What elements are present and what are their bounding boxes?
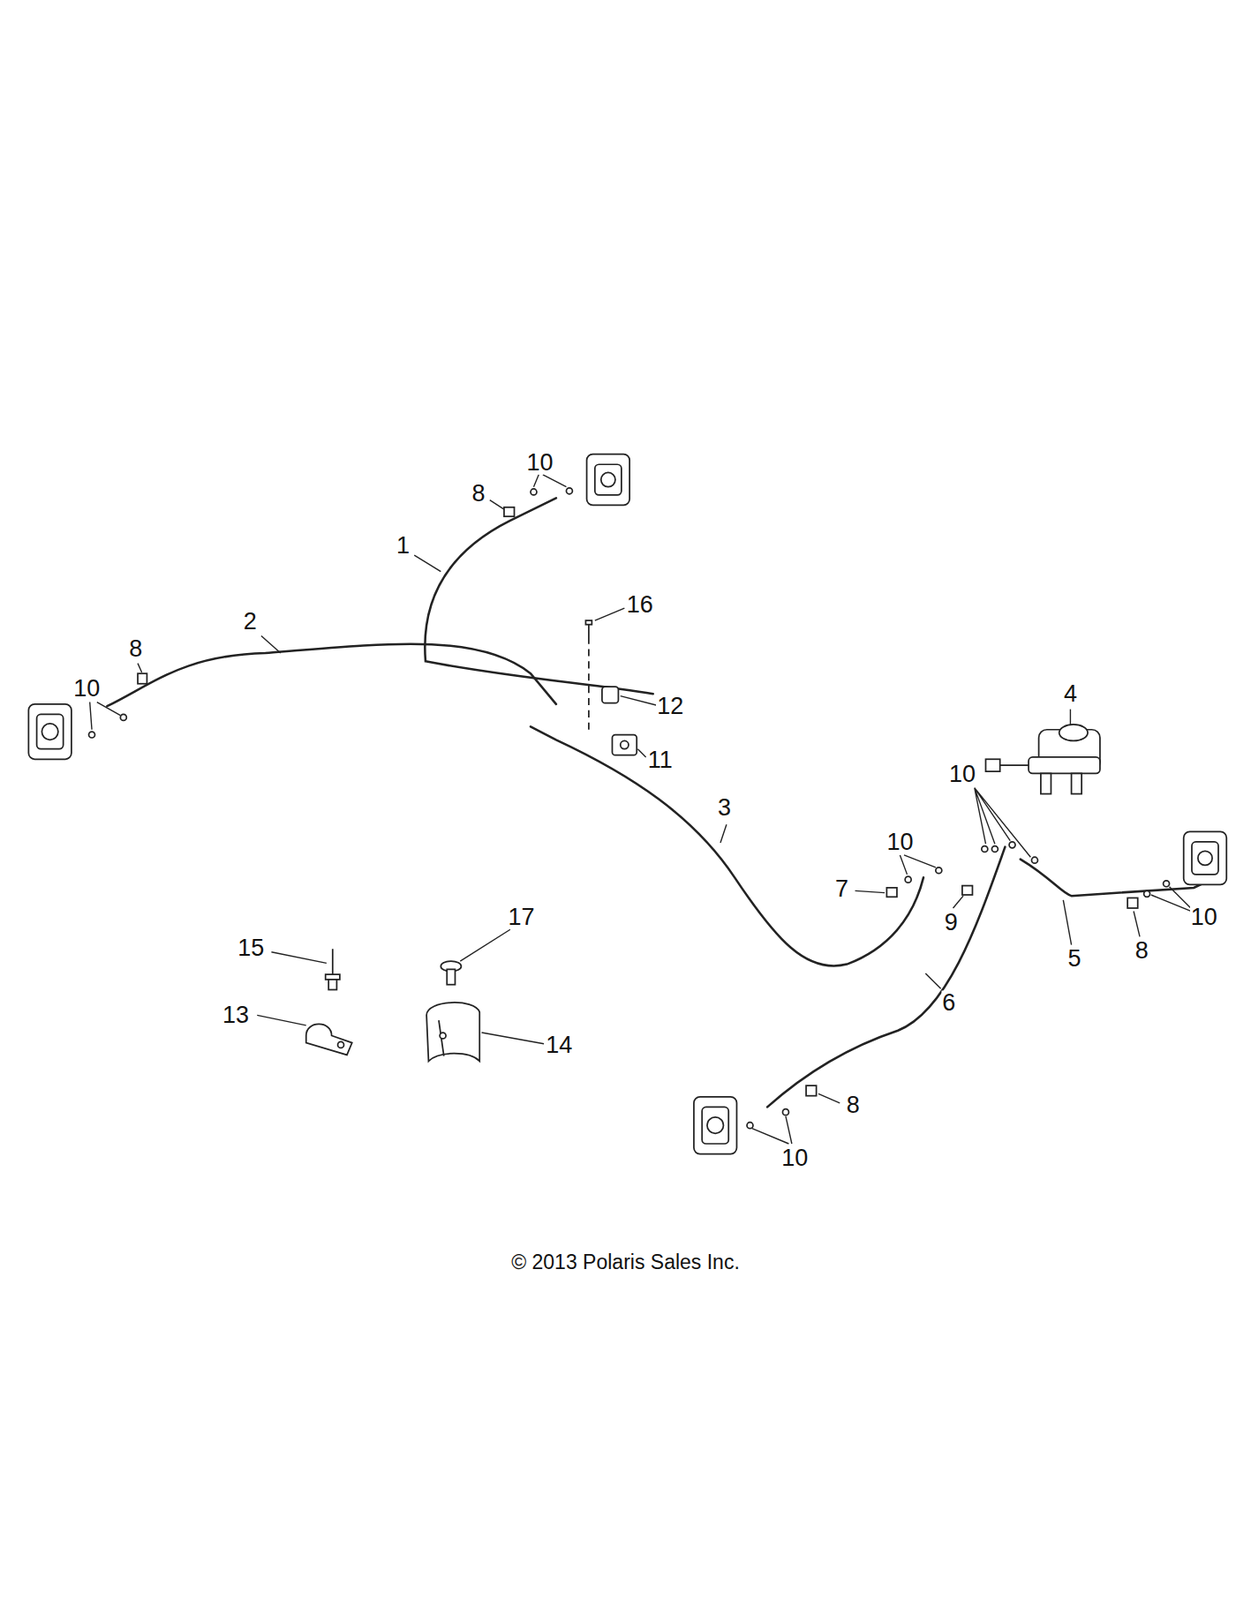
caliper	[1183, 831, 1228, 885]
brake-line-6	[767, 847, 1005, 1108]
clamp	[306, 1024, 353, 1056]
callout-number: 1	[395, 534, 411, 558]
brake-line-3	[530, 726, 924, 966]
callout-number: 10	[525, 450, 554, 475]
callout-number: 12	[655, 693, 685, 718]
push-fastener	[440, 961, 461, 986]
brake-line-2	[106, 644, 557, 707]
screw	[585, 620, 592, 645]
caliper	[693, 1097, 738, 1155]
rivet	[325, 949, 340, 990]
callout-number: 2	[242, 609, 258, 634]
callout-number: 17	[507, 905, 536, 930]
callout-number: 8	[128, 637, 144, 662]
callout-number: 6	[941, 991, 957, 1016]
callout-number: 5	[1067, 947, 1083, 972]
callout-number: 10	[948, 762, 977, 787]
brake-line-1	[424, 497, 653, 694]
callout-number: 3	[716, 796, 732, 821]
callout-number: 9	[943, 910, 959, 935]
callout-number: 10	[780, 1145, 809, 1170]
callout-number: 7	[834, 876, 850, 901]
callout-number: 8	[1134, 939, 1150, 964]
callout-number: 10	[885, 829, 914, 854]
callout-number: 16	[625, 593, 655, 618]
bracket	[426, 1002, 480, 1062]
caliper	[28, 704, 72, 760]
block	[611, 735, 637, 756]
leader-lines	[90, 474, 1191, 1145]
callout-number: 10	[72, 677, 101, 701]
copyright-caption: © 2013 Polaris Sales Inc.	[510, 1251, 741, 1273]
callout-number: 13	[221, 1003, 250, 1028]
washer	[89, 488, 1170, 1130]
assembly-line	[587, 648, 590, 733]
nut	[602, 686, 618, 703]
master-cylinder	[985, 724, 1100, 795]
callout-number: 4	[1062, 681, 1078, 706]
callout-number: 8	[845, 1092, 861, 1117]
callout-number: 10	[1190, 905, 1219, 930]
callout-number: 8	[471, 482, 487, 506]
callout-number: 15	[236, 935, 265, 960]
caliper	[587, 454, 631, 506]
callout-number: 14	[544, 1032, 573, 1057]
bolt	[137, 507, 1138, 1097]
callout-number: 11	[647, 748, 674, 773]
